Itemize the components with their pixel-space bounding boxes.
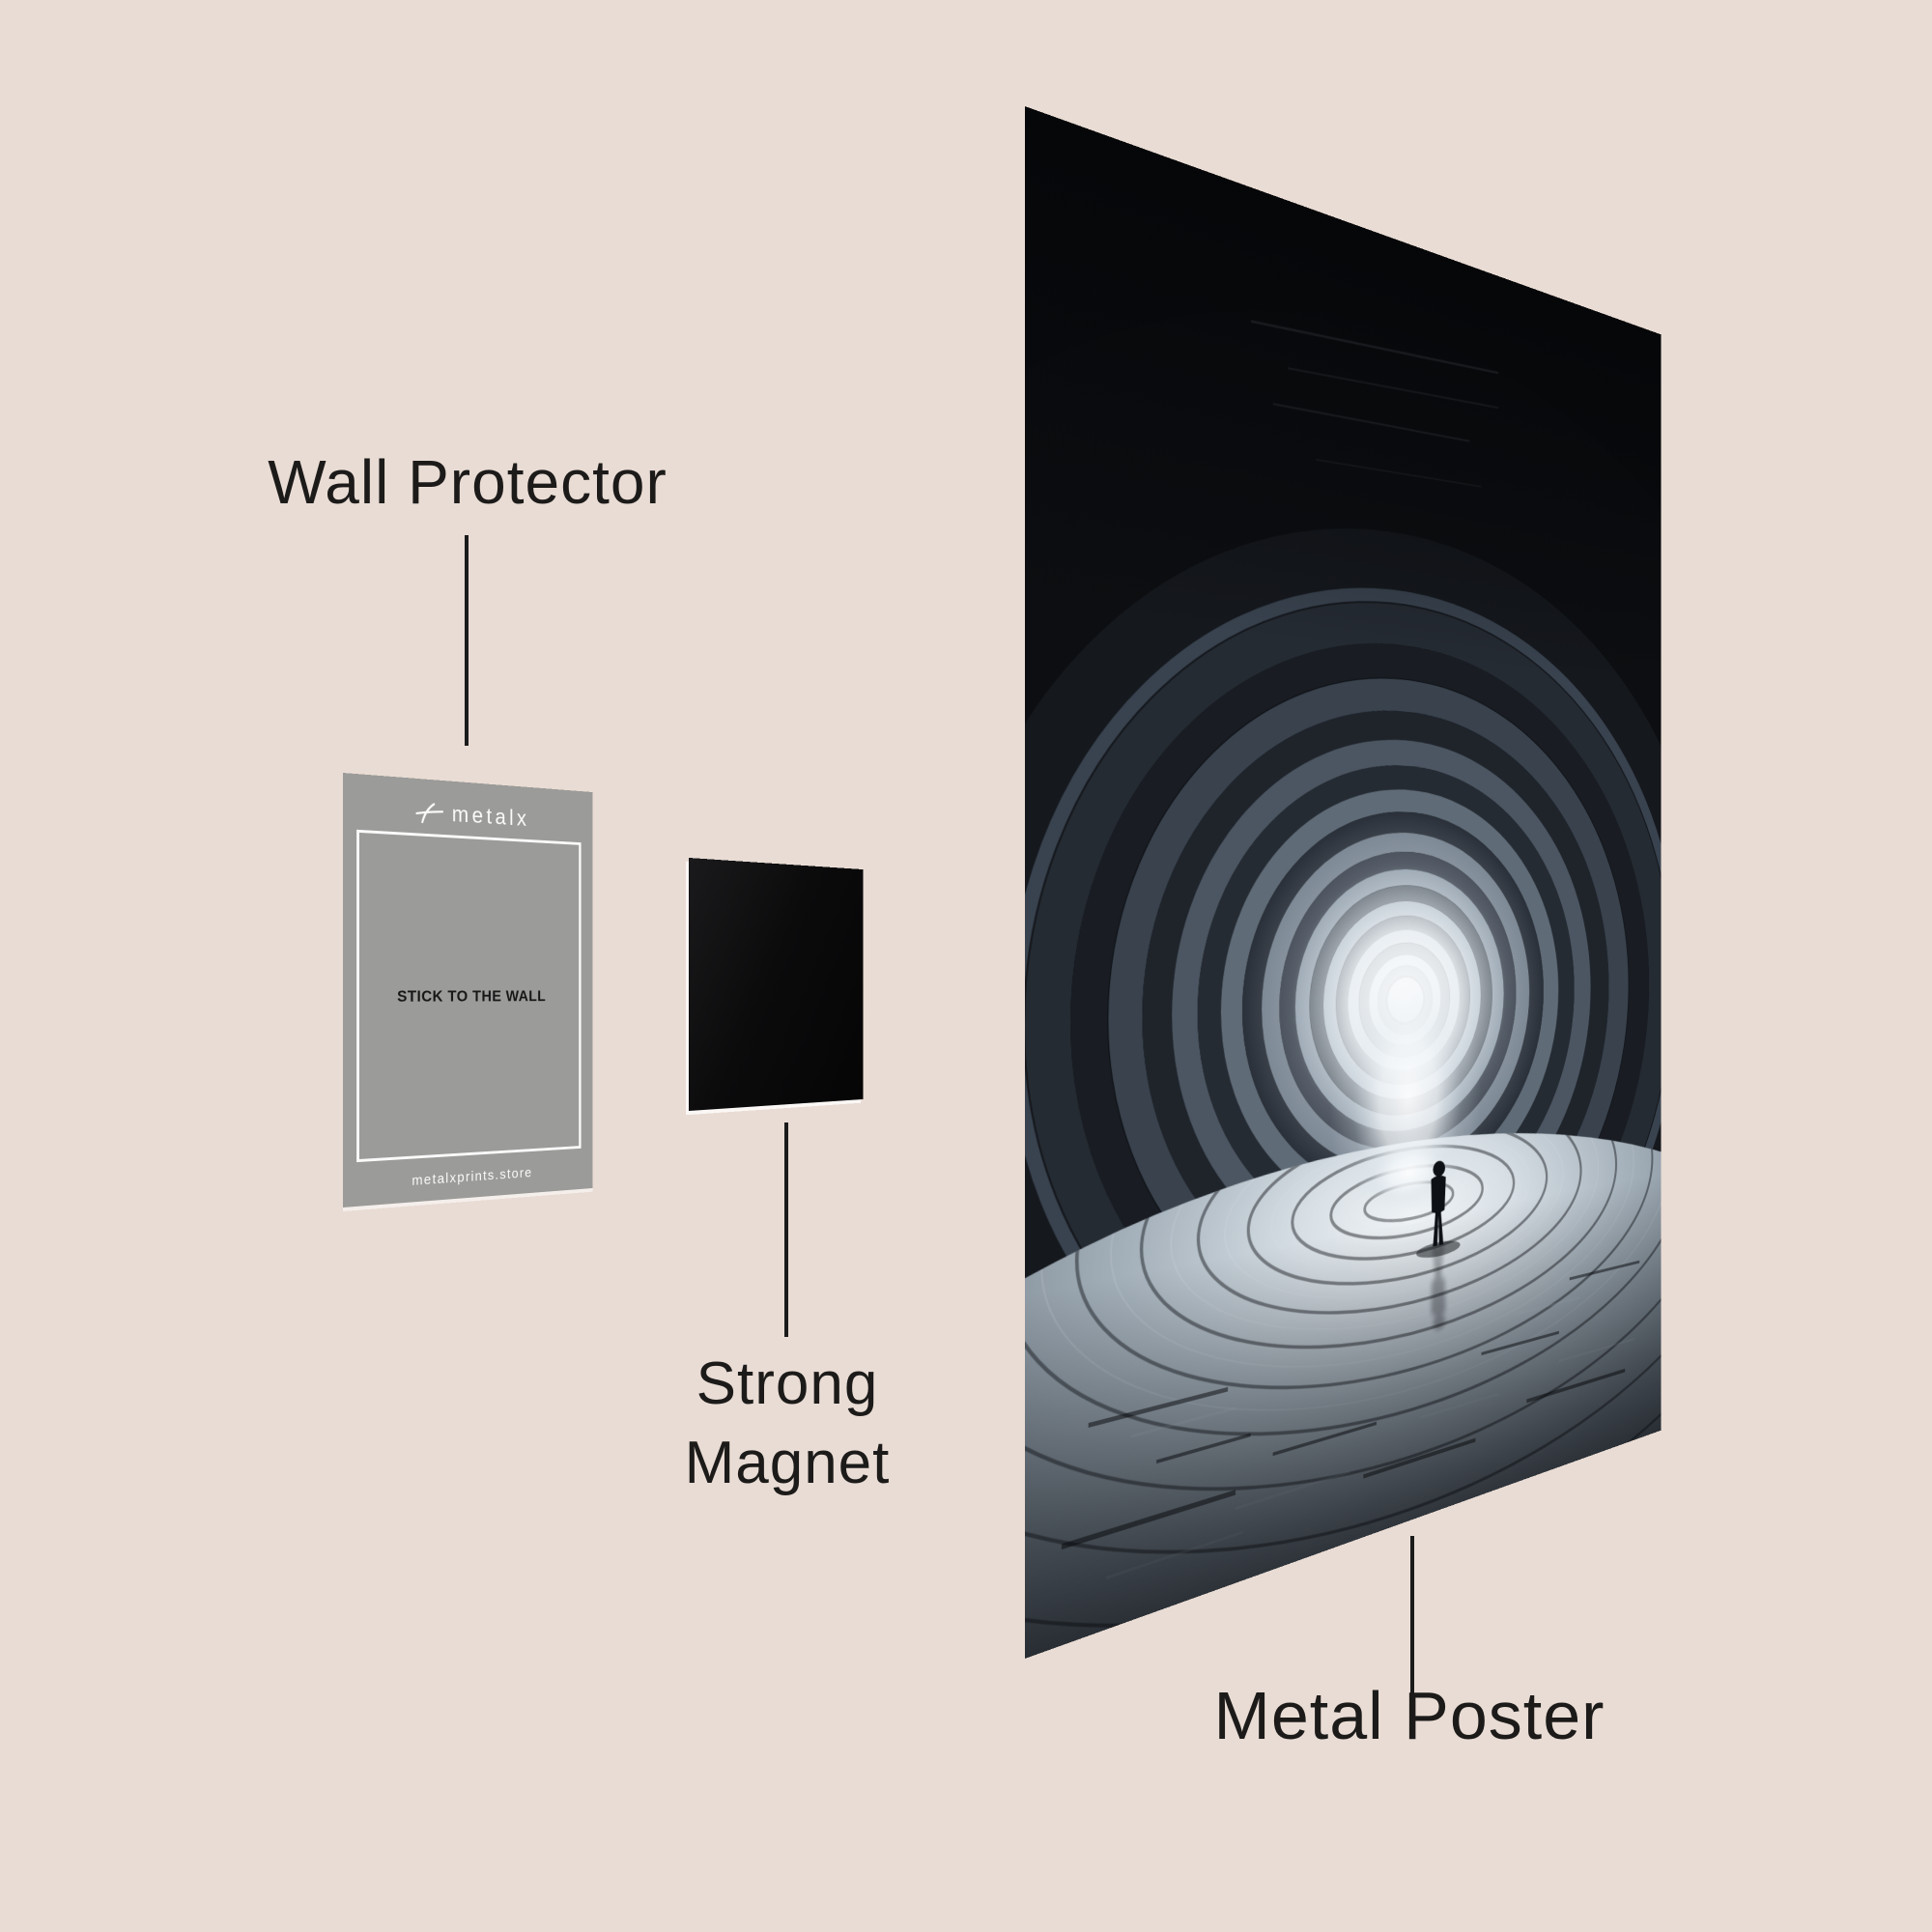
tunnel-light-glow — [1242, 806, 1544, 1215]
tunnel-artwork-image — [1025, 106, 1662, 1659]
poster-pointer-line — [1410, 1536, 1414, 1698]
website-text: metalxprints.store — [412, 1164, 533, 1189]
wall-protector-label: Wall Protector — [268, 447, 668, 517]
magnet-pointer-line — [784, 1122, 788, 1337]
stick-to-wall-text: STICK TO THE WALL — [397, 987, 547, 1006]
metal-poster-label: Metal Poster — [1213, 1678, 1605, 1753]
metalx-logo-icon — [415, 801, 444, 825]
strong-magnet-label-line2: Magnet — [684, 1430, 891, 1496]
wall-protector-pointer-line — [465, 535, 469, 746]
brand-name: metalx — [451, 801, 530, 832]
strong-magnet-label: Strong Magnet — [546, 1345, 1029, 1503]
metal-poster — [1025, 106, 1662, 1659]
wall-protector-card: metalx STICK TO THE WALL metalxprints.st… — [343, 773, 593, 1208]
magnet-square — [689, 858, 864, 1111]
strong-magnet-label-line1: Strong — [696, 1350, 879, 1417]
brand-logo: metalx — [343, 794, 592, 837]
